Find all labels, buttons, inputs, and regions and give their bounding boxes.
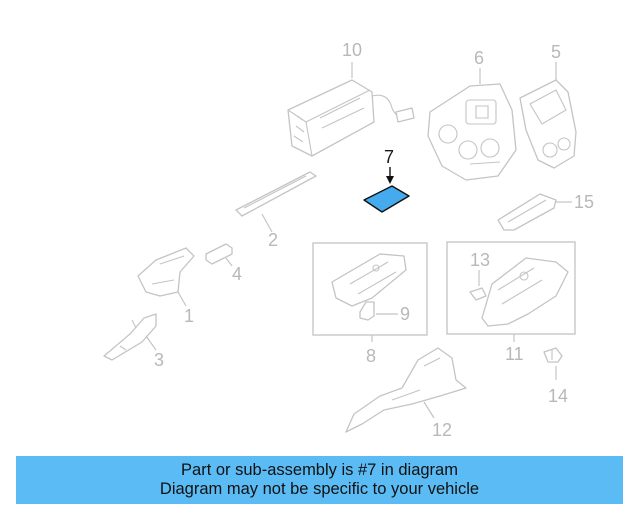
callout-10[interactable]: 10 [342,40,362,60]
callout-13[interactable]: 13 [470,250,490,270]
banner-line-2: Diagram may not be specific to your vehi… [159,480,480,498]
group-box-8 [312,242,428,336]
callout-11[interactable]: 11 [505,344,524,364]
part-8-glove-box[interactable] [331,253,407,307]
part-12-lower-trim[interactable] [345,347,467,433]
part-3-side-bracket[interactable] [103,313,157,361]
callout-5[interactable]: 5 [551,42,561,62]
parts-diagram: 10 6 5 7 15 2 4 [103,40,594,440]
part-14-bulb[interactable] [543,347,563,363]
callout-8[interactable]: 8 [366,346,376,366]
callout-3[interactable]: 3 [154,350,164,370]
part-11-console-panel[interactable] [481,257,569,327]
callout-2[interactable]: 2 [268,230,278,250]
part-7-highlighted[interactable] [363,185,410,213]
leader-4 [225,257,233,267]
part-1-lower-panel[interactable] [137,247,195,297]
part-4-clip[interactable] [205,243,233,265]
callout-6[interactable]: 6 [474,48,484,68]
part-5-radio-trim[interactable] [519,79,577,169]
callout-4[interactable]: 4 [232,264,242,284]
leader-3 [145,335,157,351]
part-2-trim-strip[interactable] [235,171,317,217]
part-13-clip[interactable] [469,287,487,301]
leader-12 [423,401,435,419]
group-box-11 [446,241,576,335]
part-6-center-bezel[interactable] [427,83,517,181]
banner-line-1: Part or sub-assembly is #7 in diagram [181,461,458,479]
part-10-airbag-module[interactable] [287,79,415,157]
callout-14[interactable]: 14 [548,386,568,406]
part-9-fastener[interactable] [359,301,375,321]
leader-2 [261,213,273,233]
callout-15[interactable]: 15 [574,192,594,212]
leader-1 [177,291,187,307]
callout-9[interactable]: 9 [400,304,410,324]
part-15-bracket[interactable] [497,193,557,231]
callout-1[interactable]: 1 [184,306,194,326]
callout-7[interactable]: 7 [384,147,394,167]
callout-12[interactable]: 12 [432,420,452,440]
info-banner: Part or sub-assembly is #7 in diagram Di… [16,456,623,504]
leader-7-arrowhead [386,176,394,184]
